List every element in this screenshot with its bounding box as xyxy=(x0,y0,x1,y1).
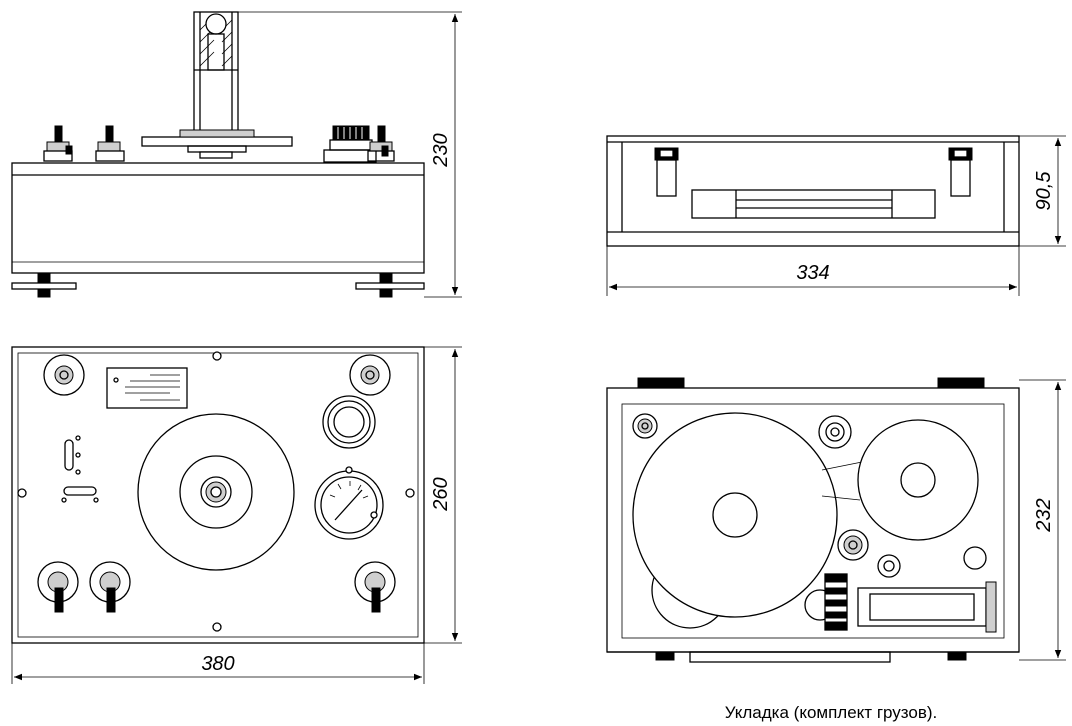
knob-assembly xyxy=(323,125,395,163)
weight-plate xyxy=(141,136,293,147)
pressure-gauge xyxy=(314,466,384,540)
slot-vertical xyxy=(64,435,81,475)
nameplate xyxy=(106,367,188,409)
dimension-case-height: 90,5 xyxy=(1033,171,1055,211)
latch-left xyxy=(654,147,679,197)
valve-bottom-middle xyxy=(89,561,131,613)
toggle-switch-middle xyxy=(95,125,125,162)
weight-disk-top xyxy=(137,413,295,571)
weight-disk-medium xyxy=(821,419,979,541)
knob-top xyxy=(322,395,376,449)
front-view: 230 xyxy=(11,11,462,298)
dimension-case-top-depth: 232 xyxy=(1033,498,1055,532)
slot-horizontal xyxy=(61,486,99,503)
foot-left xyxy=(11,272,77,298)
case-handle xyxy=(691,189,936,219)
piston-column xyxy=(193,11,239,133)
valve-bottom-right xyxy=(354,561,396,613)
hinge-right xyxy=(937,377,985,389)
small-part-ring xyxy=(963,546,987,570)
small-part-top-center xyxy=(818,415,852,449)
small-part-center xyxy=(837,529,869,561)
latch-right xyxy=(948,147,973,197)
ribbed-block xyxy=(824,573,848,631)
case-body xyxy=(606,135,1020,247)
fastener-screws xyxy=(17,351,415,632)
case-interior-view: 232 xyxy=(606,377,1066,663)
tray-compartment xyxy=(857,581,997,633)
valve-top-right xyxy=(349,354,391,396)
dimension-top-depth: 260 xyxy=(430,477,452,511)
small-part-top-left xyxy=(632,413,658,439)
hinge-left xyxy=(637,377,685,389)
case-side-view: 334 90,5 xyxy=(606,135,1066,296)
top-body xyxy=(11,346,425,644)
front-body xyxy=(11,162,425,274)
top-view: 380 260 xyxy=(11,346,462,684)
valve-bottom-left xyxy=(37,561,79,613)
toggle-switch-left xyxy=(43,125,73,162)
dimension-case-width: 334 xyxy=(796,262,829,284)
foot-right xyxy=(355,272,425,298)
caption: Укладка (комплект грузов). xyxy=(725,703,938,722)
dimension-front-height: 230 xyxy=(430,133,452,167)
dimension-top-width: 380 xyxy=(201,653,234,675)
small-part-nut xyxy=(877,554,901,578)
valve-top-left xyxy=(43,354,85,396)
weight-disk-large xyxy=(632,412,838,629)
